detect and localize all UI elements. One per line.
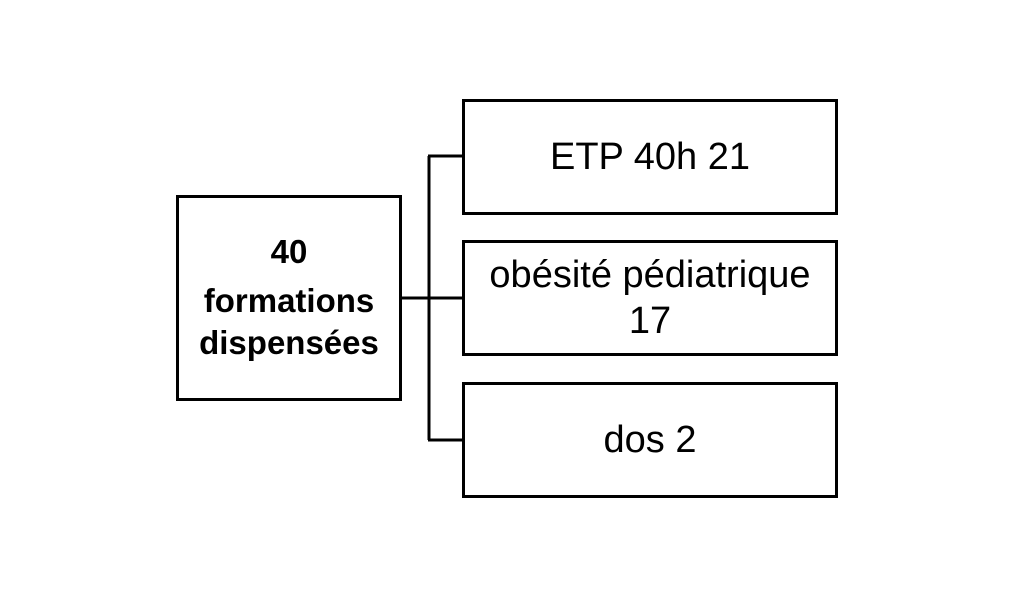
root-node: 40 formations dispensées [176,195,402,401]
child-label-obesite: obésité pédiatrique 17 [489,254,811,342]
root-label: formations dispensées [199,282,379,361]
child-node-etp: ETP 40h 21 [462,99,838,215]
child-label-etp: ETP 40h 21 [549,136,750,178]
root-number: 40 [270,233,308,270]
child-node-dos: dos 2 [462,382,838,498]
child-node-obesite: obésité pédiatrique 17 [462,240,838,356]
child-label-dos: dos 2 [603,419,697,461]
